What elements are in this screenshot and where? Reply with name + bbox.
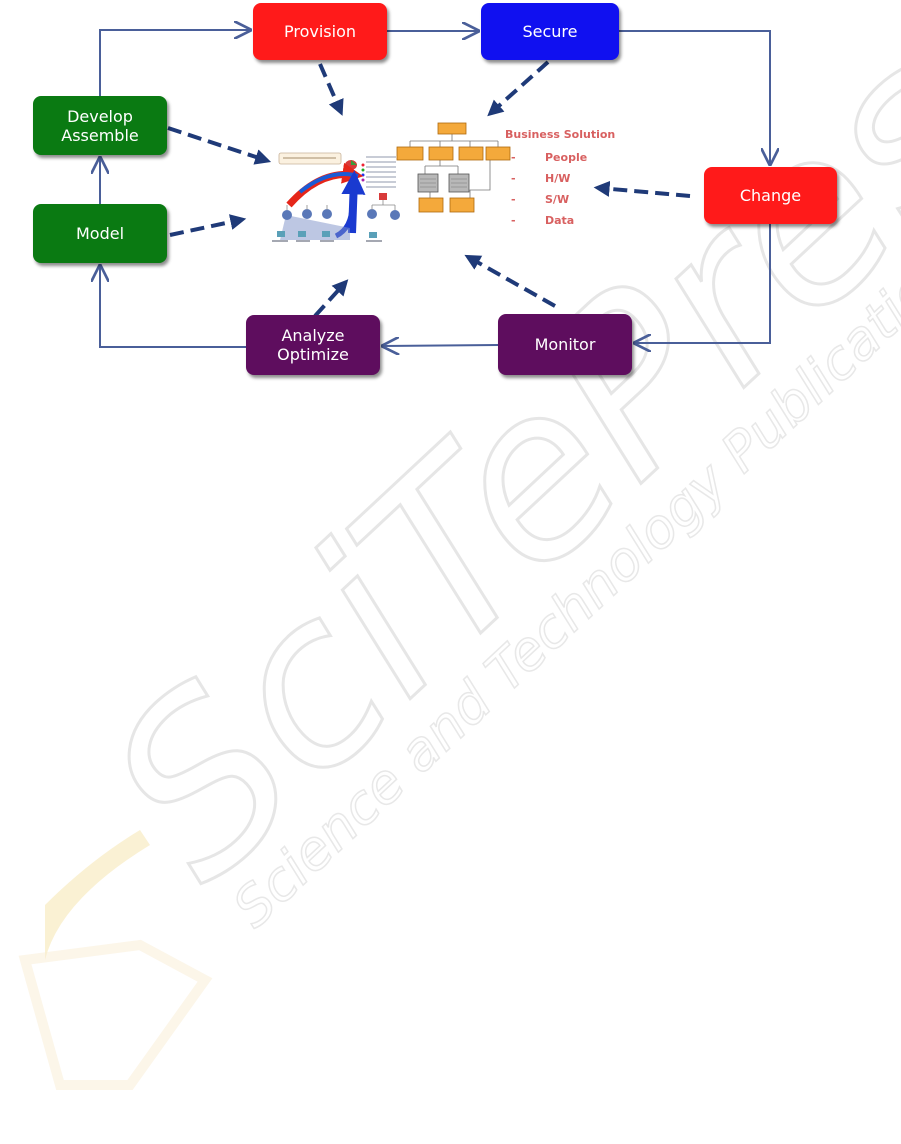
business-solution-item: H/W xyxy=(545,172,570,185)
bullet-marker: - xyxy=(511,168,516,189)
analyze-optimize-node: Analyze Optimize xyxy=(246,315,380,375)
dashed-arrow-provision xyxy=(320,64,340,110)
bullet-marker: - xyxy=(511,210,516,231)
list-item: - S/W xyxy=(505,189,615,210)
dashed-arrow-model xyxy=(170,220,240,235)
business-solution-item: People xyxy=(545,151,587,164)
secure-node: Secure xyxy=(481,3,619,60)
business-solution-list: - People - H/W - S/W - Data xyxy=(505,147,615,231)
bullet-marker: - xyxy=(511,189,516,210)
develop-assemble-node: Develop Assemble xyxy=(33,96,167,155)
bullet-marker: - xyxy=(511,147,516,168)
process-thumbnail xyxy=(272,153,400,242)
connector-analyze-model xyxy=(100,266,246,347)
business-solution-item: Data xyxy=(545,214,574,227)
connector-secure-change xyxy=(619,31,770,164)
model-node: Model xyxy=(33,204,167,263)
monitor-node: Monitor xyxy=(498,314,632,375)
dashed-arrow-secure xyxy=(492,62,548,112)
list-item: - Data xyxy=(505,210,615,231)
connector-develop-provision xyxy=(100,30,250,96)
connector-monitor-analyze xyxy=(383,345,498,346)
dashed-arrow-develop xyxy=(168,128,265,160)
list-item: - H/W xyxy=(505,168,615,189)
business-solution-legend: Business Solution - People - H/W - S/W -… xyxy=(505,128,615,231)
change-node: Change xyxy=(704,167,837,224)
provision-node: Provision xyxy=(253,3,387,60)
business-solution-title: Business Solution xyxy=(505,128,615,141)
org-chart-thumbnail xyxy=(397,123,510,212)
dashed-arrow-monitor xyxy=(470,258,555,306)
list-item: - People xyxy=(505,147,615,168)
business-solution-item: S/W xyxy=(545,193,569,206)
connector-change-monitor xyxy=(635,224,770,343)
dashed-arrow-analyze xyxy=(315,284,344,316)
